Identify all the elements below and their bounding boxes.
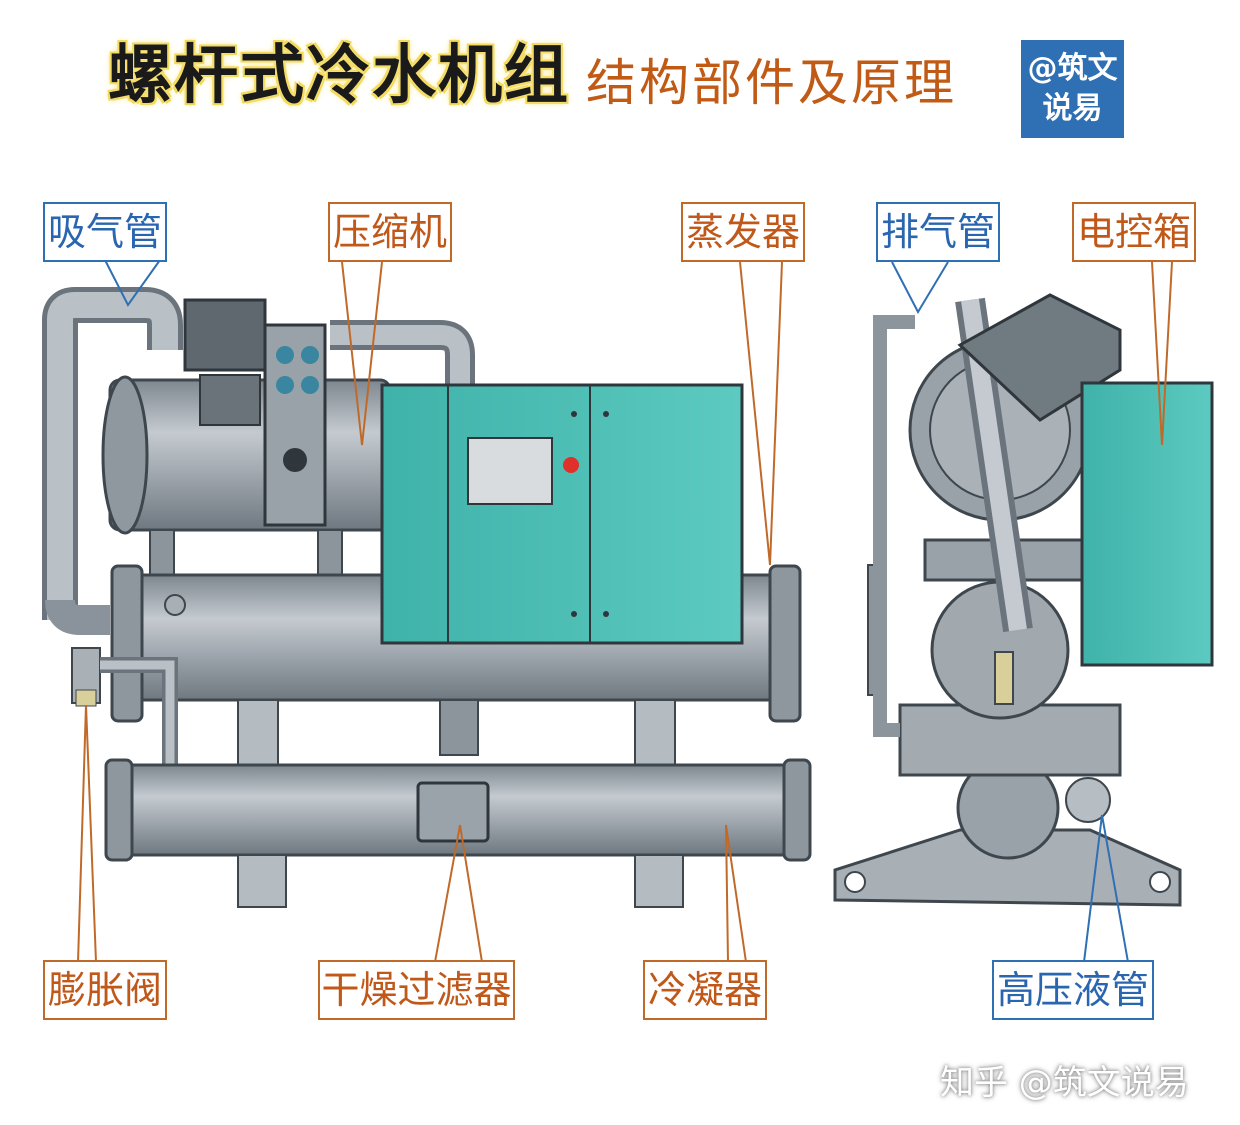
badge-line-2: 说易 <box>1042 91 1103 126</box>
filter-drier <box>416 781 490 843</box>
control-box-side <box>1080 381 1214 667</box>
label-evaporator: 蒸发器 <box>681 202 805 262</box>
badge-line-1: @筑文 <box>1027 51 1118 86</box>
label-compressor: 压缩机 <box>328 202 452 262</box>
author-badge: @筑文 说易 <box>1021 40 1124 138</box>
label-condenser: 冷凝器 <box>643 960 767 1020</box>
emergency-stop <box>563 457 579 473</box>
diagram-title: 螺杆式冷水机组 <box>108 39 570 113</box>
display-screen <box>467 437 553 505</box>
label-control-box: 电控箱 <box>1072 202 1196 262</box>
label-suction-pipe: 吸气管 <box>43 202 167 262</box>
label-discharge-pipe: 排气管 <box>876 202 1000 262</box>
label-high-pressure-liquid-pipe: 高压液管 <box>992 960 1154 1020</box>
label-filter-drier: 干燥过滤器 <box>318 960 515 1020</box>
control-cabinet <box>380 383 744 645</box>
label-expansion-valve: 膨胀阀 <box>43 960 167 1020</box>
watermark: 知乎 @筑文说易 <box>940 1063 1189 1103</box>
diagram-subtitle: 结构部件及原理 <box>586 54 957 112</box>
